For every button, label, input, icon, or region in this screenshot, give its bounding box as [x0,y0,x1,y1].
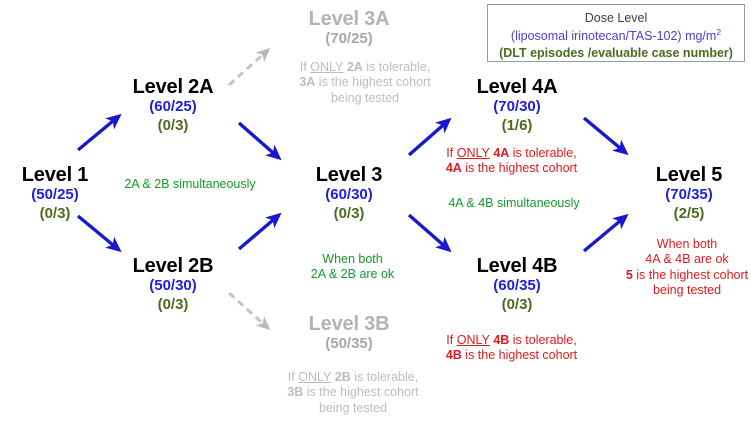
note-5-cohort: 5 [625,267,633,282]
node-level-5-title: Level 5 [655,164,723,186]
note-4b-only: ONLY [456,333,490,347]
note-3a-cohort: 2A [343,60,363,74]
note-level-3a-line2: 3A is the highest cohort [290,75,440,90]
note-level-5-line4: being tested [652,282,722,297]
note-3b-cohort: 2B [331,370,351,384]
note-4a-only: ONLY [456,146,490,160]
arrow-3-to-4b [407,213,452,253]
legend-title: Dose Level [584,11,648,25]
node-level-4a-dlt: (1/6) [501,116,533,134]
note-3a-if: If [299,60,311,74]
node-level-5-dlt: (2/5) [673,204,705,222]
node-level-3b-dose: (50/35) [325,335,373,353]
node-level-1-dose: (50/25) [31,186,79,204]
note-level-3a: If ONLY 2A is tolerable, 3A is the highe… [290,60,440,106]
node-level-1: Level 1 (50/25) (0/3) [0,164,110,223]
note-merge-level-3: When both 2A & 2B are ok [295,252,410,283]
arrow-2a-to-3 [237,121,282,161]
node-level-4b: Level 4B (60/35) (0/3) [452,255,582,314]
node-level-2a: Level 2A (60/25) (0/3) [108,76,238,135]
note-3b-tol: is tolerable, [350,370,419,384]
note-level-4a-line1: If ONLY 4A is tolerable, [424,146,599,161]
note-3a-highest: is the highest cohort [315,75,431,90]
note-4b-cohort: 4B [489,333,510,347]
note-5-highest: is the highest cohort [632,267,749,282]
node-level-3-title: Level 3 [315,164,383,186]
legend-dlt-definition: (DLT episodes /evaluable case number) [499,45,733,60]
node-level-5: Level 5 (70/35) (2/5) [630,164,748,223]
node-level-4a-title: Level 4A [476,76,558,98]
node-level-4b-dose: (60/35) [493,277,541,295]
node-level-3: Level 3 (60/30) (0/3) [285,164,413,223]
node-level-3b-title: Level 3B [308,313,390,335]
arrow-4b-to-5 [582,213,629,253]
note-level-4b-line2: 4B is the highest cohort [424,348,599,363]
note-3a-only: ONLY [310,60,344,74]
note-level-5: When both 4A & 4B are ok 5 is the highes… [622,237,751,298]
note-level-3b-line2: 3B is the highest cohort [278,385,428,400]
note-level-4a-line2: 4A is the highest cohort [424,161,599,176]
node-level-3-dose: (60/30) [325,186,373,204]
node-level-1-title: Level 1 [21,164,89,186]
node-level-2b-dlt: (0/3) [157,295,189,313]
note-branch-4a-4b: 4A & 4B simultaneously [448,196,580,210]
note-level-5-line1: When both [656,237,718,251]
node-level-3a-title: Level 3A [308,8,390,30]
node-level-4b-dlt: (0/3) [501,295,533,313]
note-level-3b-line1: If ONLY 2B is tolerable, [278,370,428,385]
node-level-4b-title: Level 4B [476,255,558,277]
node-level-3-dlt: (0/3) [333,204,365,222]
note-3b-if: If [287,370,299,384]
node-level-2a-dose: (60/25) [149,98,197,116]
node-level-2a-title: Level 2A [132,76,214,98]
note-4a-if: If [446,146,457,160]
arrow-2b-to-3 [237,212,282,251]
note-4a-cohort2: 4A [445,161,462,176]
note-4b-cohort2: 4B [445,348,462,363]
note-level-3a-line3: being tested [330,90,400,105]
note-4b-if: If [446,333,457,347]
note-level-4b: If ONLY 4B is tolerable, 4B is the highe… [424,333,599,364]
note-4a-tol: is tolerable, [509,146,577,160]
note-level-4b-line1: If ONLY 4B is tolerable, [424,333,599,348]
note-level-5-line3: 5 is the highest cohort [622,268,751,283]
note-3b-highest: is the highest cohort [303,385,419,400]
node-level-3a: Level 3A (70/25) [285,8,413,49]
note-level-5-line2: 4A & 4B are ok [645,252,729,267]
note-level-3b: If ONLY 2B is tolerable, 3B is the highe… [278,370,428,416]
legend-dose-units-text: (liposomal irinotecan/TAS-102) mg/m [510,29,717,44]
note-level-3a-line1: If ONLY 2A is tolerable, [290,60,440,75]
node-level-4a-dose: (70/30) [493,98,541,116]
node-level-5-dose: (70/35) [665,186,713,204]
note-level-4a: If ONLY 4A is tolerable, 4A is the highe… [424,146,599,177]
note-4a-cohort: 4A [489,146,510,160]
note-3b-only: ONLY [298,370,332,384]
note-level-3b-line3: being tested [318,400,388,415]
note-branch-2a-2b: 2A & 2B simultaneously [124,177,256,191]
legend-box: Dose Level (liposomal irinotecan/TAS-102… [487,4,745,62]
node-level-3b: Level 3B (50/35) [285,313,413,354]
legend-superscript: 2 [716,26,722,37]
note-3a-tol: is tolerable, [362,60,431,74]
node-level-2a-dlt: (0/3) [157,116,189,134]
note-4b-highest: is the highest cohort [461,348,578,363]
note-merge-level-3-line1: When both [322,252,383,266]
note-4a-highest: is the highest cohort [461,161,578,176]
node-level-2b-title: Level 2B [132,255,214,277]
note-3a-cohort2: 3A [299,75,316,90]
legend-dose-units: (liposomal irinotecan/TAS-102) mg/m2 [488,27,744,45]
node-level-4a: Level 4A (70/30) (1/6) [452,76,582,135]
note-merge-level-3-line2: 2A & 2B are ok [310,267,395,282]
node-level-2b-dose: (50/30) [149,277,197,295]
note-4b-tol: is tolerable, [509,333,577,347]
node-level-2b: Level 2B (50/30) (0/3) [108,255,238,314]
node-level-1-dlt: (0/3) [39,204,71,222]
note-3b-cohort2: 3B [287,385,304,400]
node-level-3a-dose: (70/25) [325,30,373,48]
